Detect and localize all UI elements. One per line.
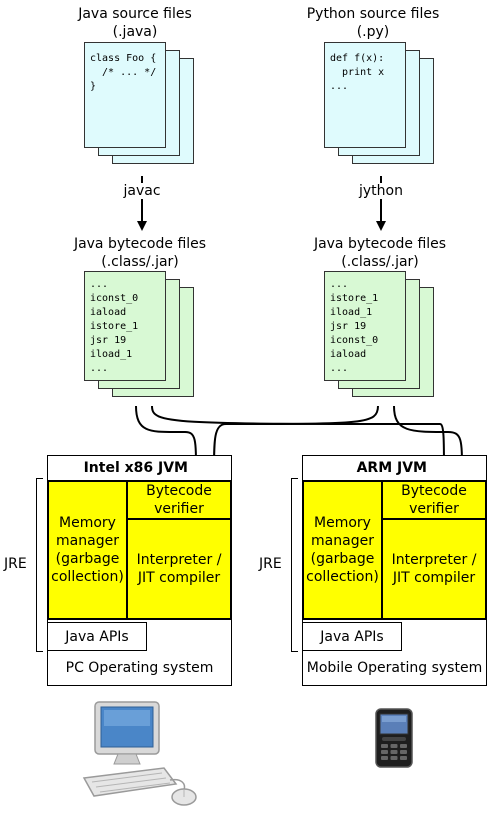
pc-memory-manager: Memory manager (garbage collection) xyxy=(49,482,128,618)
mobile-jvm-title: ARM JVM xyxy=(356,460,427,476)
pc-jre-label: JRE xyxy=(4,556,27,572)
mobile-os-label: Mobile Operating system xyxy=(306,660,483,676)
java-bytecode-page-1: ... iconst_0 iaload istore_1 jsr 19 iloa… xyxy=(84,271,166,381)
pc-os-label: PC Operating system xyxy=(65,660,214,676)
java-source-title: Java source files (.java) xyxy=(78,6,192,40)
java-bytecode-code: ... iconst_0 iaload istore_1 jsr 19 iloa… xyxy=(90,279,139,374)
pc-interpreter: Interpreter / JIT compiler xyxy=(136,552,222,586)
java-to-pc-arrow xyxy=(135,405,201,475)
java-bytecode-title: Java bytecode files (.class/.jar) xyxy=(73,236,207,270)
pc-jre-bracket xyxy=(36,478,43,652)
python-bytecode-code: ... istore_1 iload_1 jsr 19 iconst_0 ial… xyxy=(330,279,379,374)
desktop-computer-icon xyxy=(82,701,197,806)
pc-jvm-components: Memory manager (garbage collection) Byte… xyxy=(47,480,232,620)
python-source-title: Python source files (.py) xyxy=(306,6,440,40)
pc-java-apis: Java APIs xyxy=(47,622,147,651)
mobile-jre-bracket xyxy=(291,478,298,652)
python-to-arm-arrow xyxy=(393,405,467,475)
python-to-pc-arrow xyxy=(209,405,379,475)
mobile-jre-label: JRE xyxy=(259,556,282,572)
jython-label: jython xyxy=(352,183,410,199)
python-source-page-1: def f(x): print x ... xyxy=(324,42,406,148)
mobile-interpreter: Interpreter / JIT compiler xyxy=(391,552,477,586)
mobile-java-apis: Java APIs xyxy=(302,622,402,651)
mobile-bytecode-verifier: Bytecode verifier xyxy=(383,482,485,520)
python-bytecode-title: Java bytecode files (.class/.jar) xyxy=(313,236,447,270)
mobile-jvm-components: Memory manager (garbage collection) Byte… xyxy=(302,480,487,620)
python-bytecode-page-1: ... istore_1 iload_1 jsr 19 iconst_0 ial… xyxy=(324,271,406,381)
pc-bytecode-verifier: Bytecode verifier xyxy=(128,482,230,520)
javac-label: javac xyxy=(118,183,166,199)
java-source-code: class Foo { /* ... */ } xyxy=(90,53,157,92)
pc-jvm-title: Intel x86 JVM xyxy=(83,460,188,476)
python-source-code: def f(x): print x ... xyxy=(330,53,385,92)
mobile-memory-manager: Memory manager (garbage collection) xyxy=(304,482,383,618)
java-source-page-1: class Foo { /* ... */ } xyxy=(84,42,166,148)
mobile-phone-icon xyxy=(375,708,413,768)
